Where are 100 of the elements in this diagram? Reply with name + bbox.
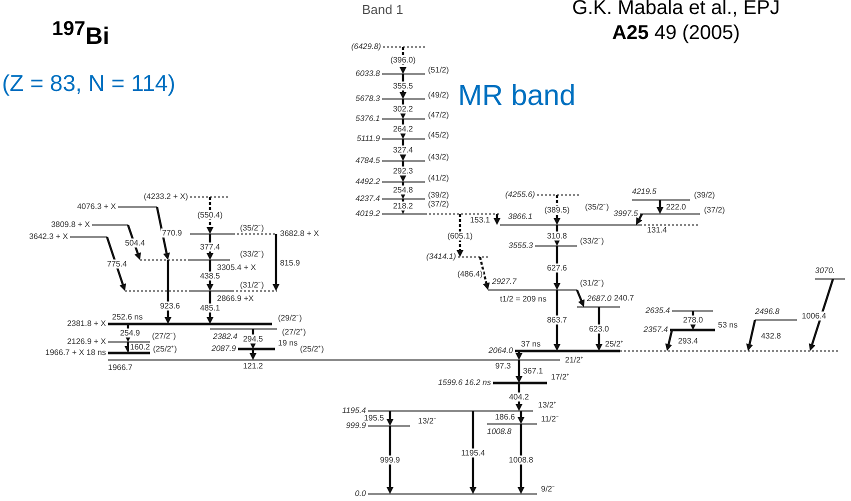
level-annotation: (29/2⁻) — [278, 314, 302, 322]
energy-label: 2087.9 — [212, 344, 236, 354]
level-annotation: (31/2⁻) — [580, 278, 604, 288]
energy-level — [356, 114, 425, 124]
energy-label: 3305.4 + X — [217, 263, 256, 272]
energy-label: 2126.9 + X — [67, 337, 106, 347]
gamma-arrow — [596, 307, 602, 351]
energy-label: 2927.7 — [492, 277, 516, 287]
energy-label: 5678.3 — [356, 94, 380, 104]
energy-level — [505, 190, 580, 200]
gamma-arrow — [518, 411, 524, 424]
level-annotation: (51/2) — [428, 66, 449, 74]
band-label: MR band — [458, 80, 576, 113]
energy-level — [144, 192, 230, 202]
level-annotation: (27/2⁺) — [282, 328, 306, 336]
gamma-arrow — [746, 320, 756, 351]
energy-label: 4237.4 — [356, 194, 380, 204]
level-annotation: (37/2) — [704, 206, 725, 214]
level-annotation: (35/2⁻) — [240, 224, 264, 232]
level-annotation: (31/2⁻) — [240, 280, 264, 290]
energy-level — [108, 357, 560, 373]
title: $^{197}$Bi — [52, 18, 110, 51]
gamma-arrow — [250, 349, 256, 360]
edge-label: 160.2 — [128, 342, 152, 352]
energy-label: 6033.8 — [356, 69, 380, 79]
energy-label: 1195.4 — [342, 406, 366, 415]
edge-label: 485.1 — [198, 304, 222, 312]
energy-label: 2635.4 — [646, 306, 670, 316]
energy-level — [508, 241, 577, 251]
energy-label: 2496.8 — [755, 307, 780, 317]
energy-level — [45, 348, 150, 358]
energy-label: (6429.8) — [351, 42, 381, 52]
level-annotation: t1/2 = 209 ns — [500, 294, 546, 304]
energy-label: 3997.5 — [614, 209, 638, 219]
edge-label: 153.1 — [468, 216, 492, 224]
gamma-arrow — [478, 256, 490, 290]
energy-label: 2064.0 — [488, 346, 513, 356]
energy-level — [356, 194, 425, 204]
energy-level — [346, 421, 410, 431]
level-annotation: 9/2⁻ — [541, 484, 556, 494]
edge-label: 327.4 — [392, 146, 414, 154]
energy-level — [125, 288, 277, 304]
edge-label: 131.4 — [646, 226, 668, 234]
edge-label: (389.5) — [543, 206, 571, 214]
energy-level — [614, 209, 700, 219]
edge-label: 310.8 — [546, 232, 568, 240]
energy-label: 2687.0 — [587, 294, 612, 304]
energy-level — [488, 277, 577, 293]
edge-label: 999.9 — [378, 456, 402, 464]
energy-level — [488, 346, 840, 356]
energy-level — [755, 307, 797, 323]
energy-label: 3866.1 — [508, 212, 532, 222]
level-annotation: 25/2⁺ — [605, 340, 624, 348]
edge-label: 355.5 — [392, 82, 414, 90]
energy-label: 5111.9 — [356, 134, 380, 144]
energy-label: 4492.2 — [356, 177, 380, 187]
level-annotation: (37/2) — [428, 200, 449, 208]
level-annotation: (33/2⁻) — [580, 236, 604, 246]
energy-label: 3682.8 + X — [280, 229, 319, 239]
edge-label: 815.9 — [278, 258, 302, 268]
energy-label: 999.9 — [346, 421, 366, 431]
energy-label: 1966.7 — [108, 363, 132, 373]
level-annotation: (39/2) — [428, 190, 449, 200]
level-annotation: (35/2⁻) — [585, 202, 609, 212]
energy-label: 0.0 — [354, 489, 366, 499]
gamma-arrow — [576, 290, 585, 307]
energy-level — [351, 42, 425, 52]
level-annotation: 37 ns — [521, 340, 541, 348]
edge-label: 278.0 — [682, 316, 704, 324]
level-annotation: (43/2) — [428, 152, 449, 162]
energy-level — [487, 421, 537, 437]
energy-level — [210, 326, 277, 342]
edge-label: 264.2 — [392, 124, 414, 134]
energy-level — [29, 232, 107, 242]
level-annotation: (39/2) — [694, 190, 715, 200]
edge-label: 1008.8 — [508, 456, 534, 464]
gamma-arrow — [665, 330, 674, 351]
gamma-arrow — [456, 214, 464, 257]
gamma-arrow — [106, 236, 126, 291]
energy-level — [815, 266, 845, 282]
edge-label: 97.3 — [494, 362, 512, 370]
edge-label: 195.5 — [362, 414, 386, 422]
energy-label: 4076.3 + X — [77, 202, 116, 212]
gamma-arrow — [206, 197, 214, 234]
energy-level — [646, 306, 713, 316]
energy-level — [77, 202, 157, 212]
edge-label: 222.0 — [664, 202, 688, 212]
level-annotation: (25/2⁺) — [300, 344, 324, 354]
energy-label: 4784.5 — [356, 156, 380, 166]
level-annotation: (47/2) — [428, 110, 449, 120]
gamma-arrow — [400, 161, 406, 182]
edge-label: 294.5 — [242, 334, 264, 344]
energy-level — [354, 489, 537, 499]
edge-label: 293.4 — [676, 336, 700, 346]
level-annotation: 19 ns — [278, 338, 298, 348]
edge-label: 438.5 — [198, 272, 222, 280]
gamma-arrow — [126, 224, 142, 260]
level-annotation: 252.6 ns — [112, 312, 143, 322]
level-annotation: (33/2⁻) — [240, 250, 264, 258]
edge-label: 623.0 — [588, 324, 610, 334]
